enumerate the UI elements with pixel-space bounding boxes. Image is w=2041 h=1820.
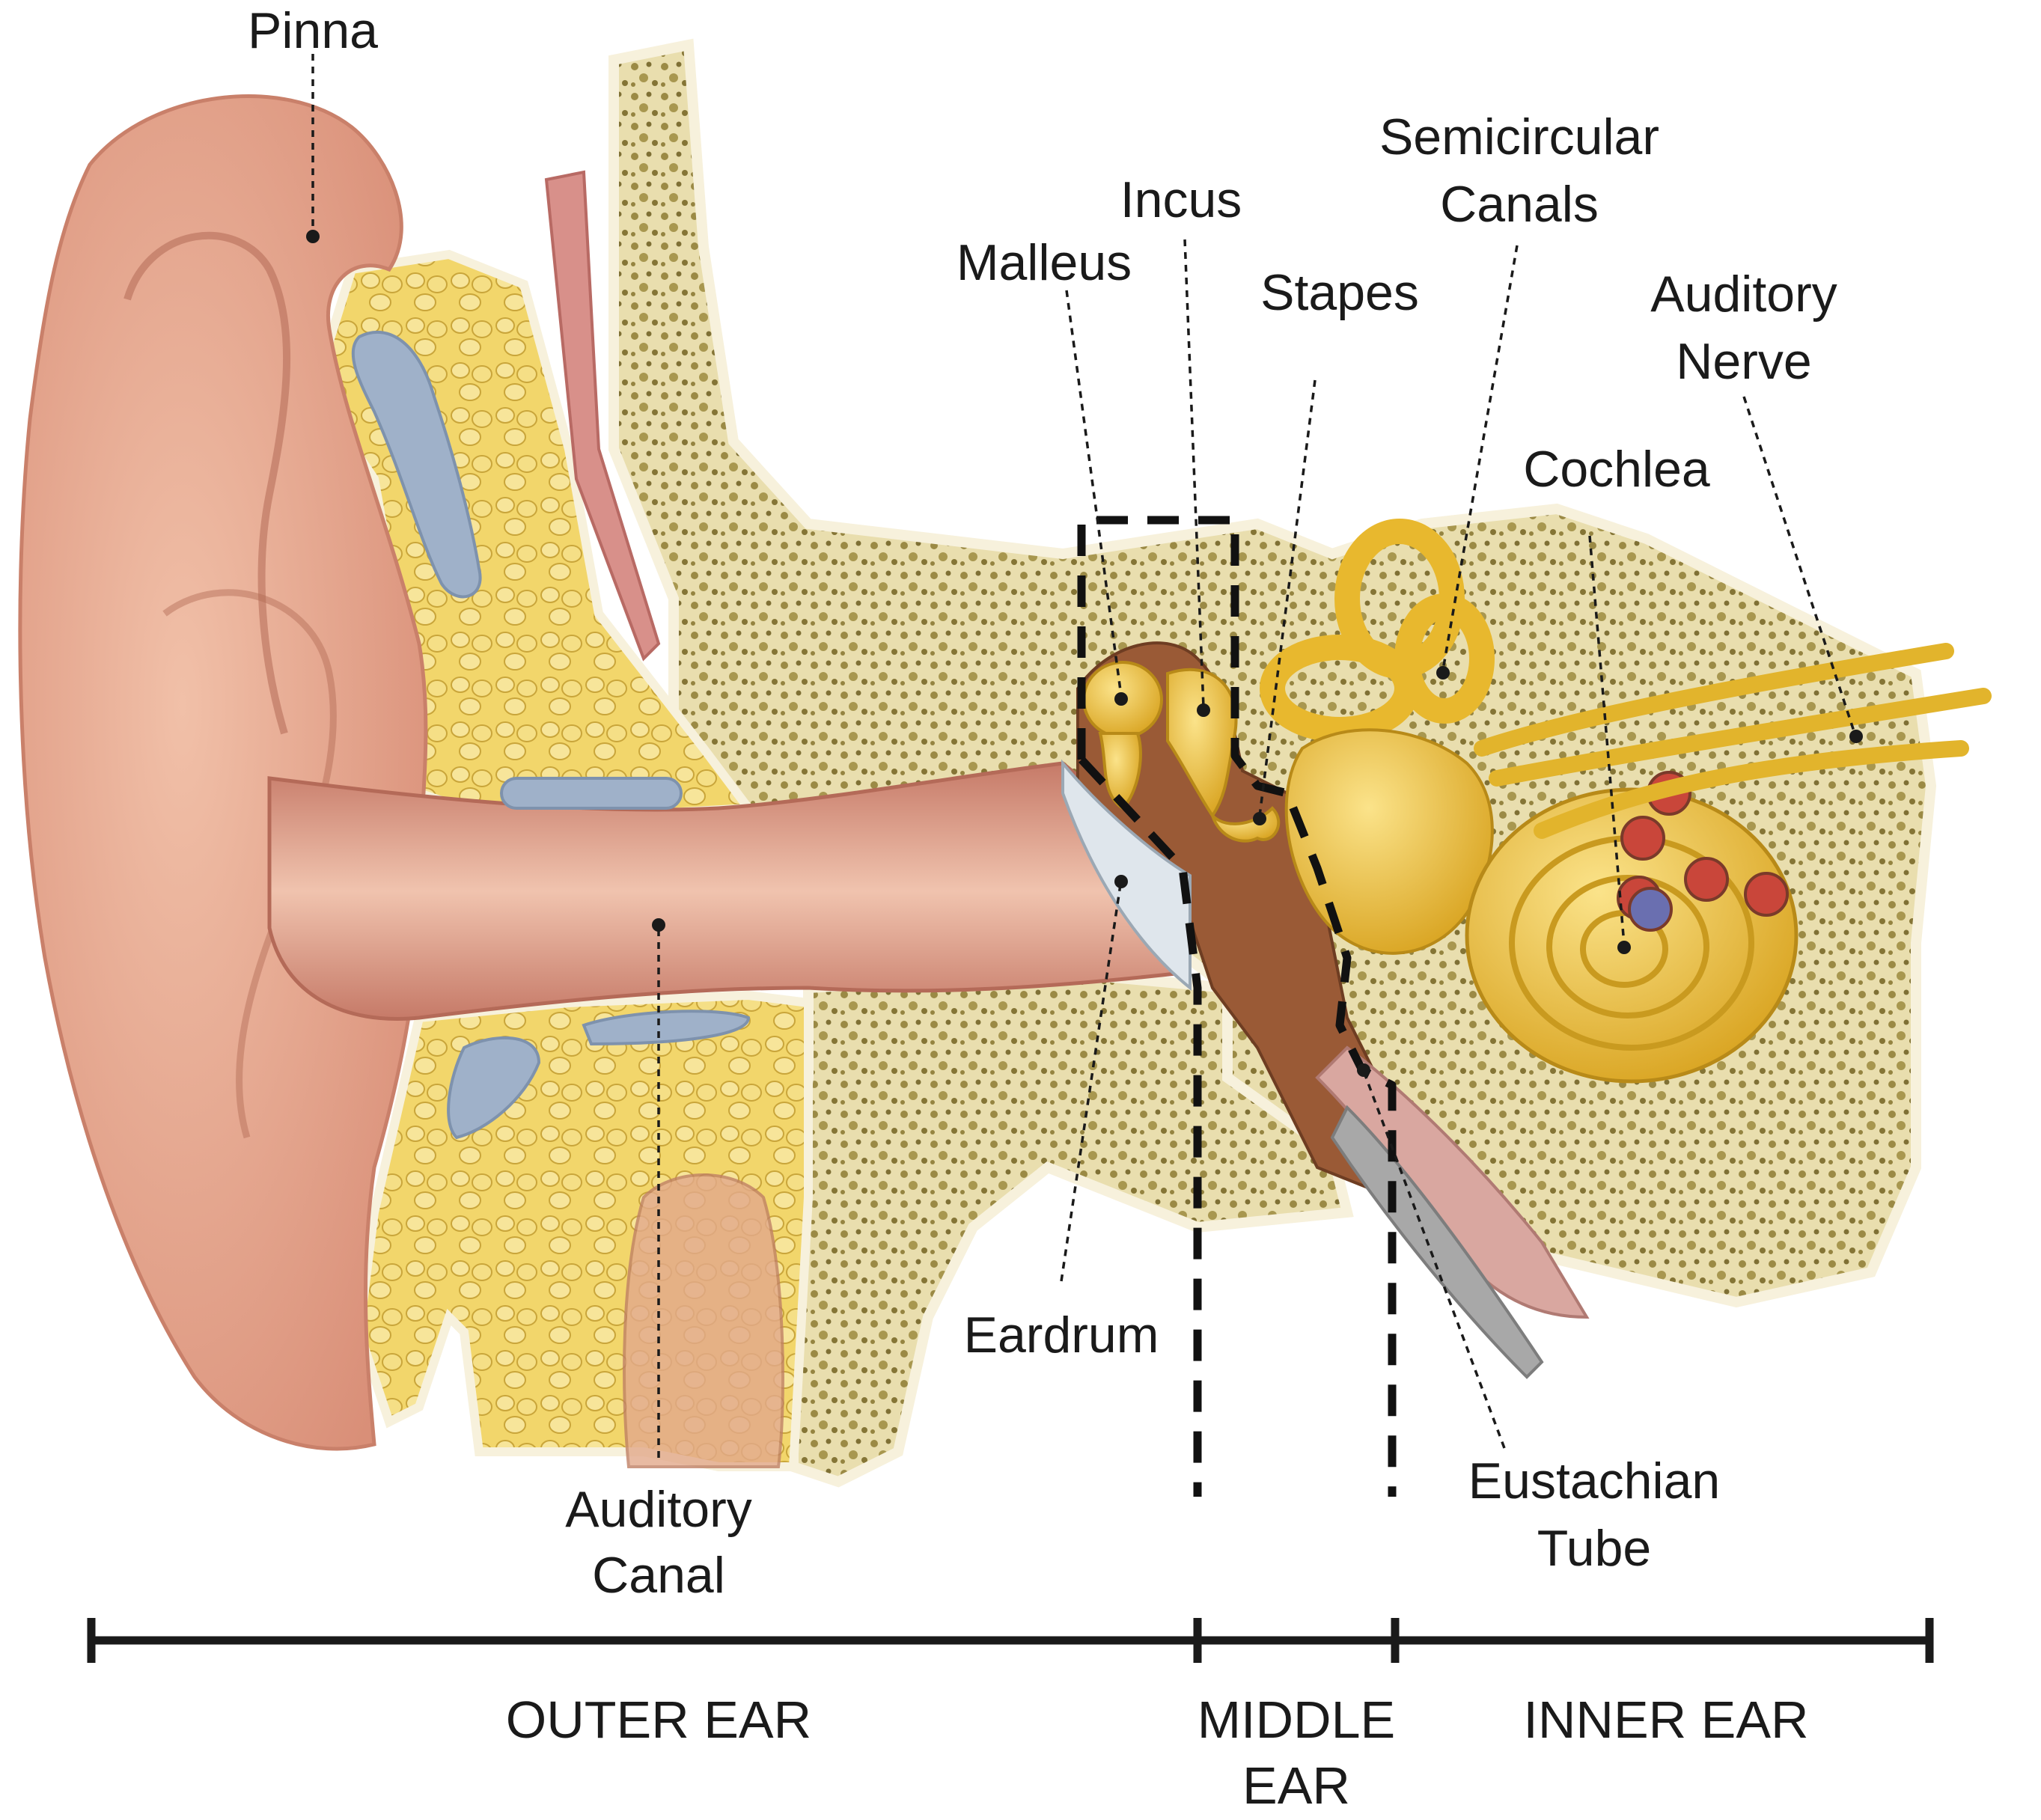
eardrum-leader xyxy=(1060,884,1122,1282)
incus-leader xyxy=(1183,239,1205,708)
malleus-label: Malleus xyxy=(957,234,1132,291)
region-labels: OUTER EAR MIDDLE EAR INNER EAR xyxy=(506,1691,1809,1815)
inner-ear-label: INNER EAR xyxy=(1523,1691,1808,1749)
pinna-shape xyxy=(18,94,428,1451)
eardrum-shape xyxy=(1061,759,1192,992)
semicircular-label-line2: Canals xyxy=(1440,176,1599,233)
pinna-helix-fold xyxy=(123,231,291,735)
semicircular-leader xyxy=(1441,245,1519,671)
stapes-leader xyxy=(1258,379,1317,816)
eardrum-label: Eardrum xyxy=(964,1307,1159,1364)
eustachian-leader xyxy=(1363,1072,1506,1449)
eustachian-cartilage xyxy=(1330,1105,1544,1379)
incus-label: Incus xyxy=(1120,171,1242,228)
eustachian-label-line2: Tube xyxy=(1537,1520,1651,1577)
anatomy-illustration xyxy=(18,38,1992,1488)
region-scale-bar xyxy=(87,1618,1934,1663)
eustachian-label-line1: Eustachian xyxy=(1468,1453,1720,1509)
malleus-leader xyxy=(1065,290,1123,697)
auditory-canal-label-line1: Auditory xyxy=(565,1481,751,1538)
middle-ear-label-line2: EAR xyxy=(1242,1756,1350,1815)
auditory-canal-label-line2: Canal xyxy=(592,1547,725,1604)
leader-lines xyxy=(306,54,1863,1458)
middle-ear-boundary xyxy=(1078,757,1202,1497)
middle-ear-label-line1: MIDDLE xyxy=(1198,1691,1395,1749)
auditory-nerve-label-line2: Nerve xyxy=(1676,333,1811,390)
cochlea-leader xyxy=(1588,535,1626,945)
cochlea-label: Cochlea xyxy=(1523,441,1710,498)
cartilage-pieces xyxy=(351,331,751,1140)
pinna-label: Pinna xyxy=(248,2,378,59)
outer-ear-label: OUTER EAR xyxy=(506,1691,811,1749)
semicircular-label-line1: Semicircular xyxy=(1379,109,1659,165)
semicircular-canals-shape xyxy=(1260,519,1495,742)
structure-labels: Pinna Incus Malleus Stapes Semicircular … xyxy=(248,2,1837,1604)
stapes-label: Stapes xyxy=(1260,264,1419,321)
auditory-nerve-shape xyxy=(1474,643,1992,839)
parotid-tissue xyxy=(623,1173,784,1468)
muscle-band xyxy=(544,170,661,662)
auditory-nerve-leader xyxy=(1742,396,1856,734)
auditory-nerve-label-line1: Auditory xyxy=(1650,266,1837,323)
vestibule-shape xyxy=(1284,728,1494,955)
